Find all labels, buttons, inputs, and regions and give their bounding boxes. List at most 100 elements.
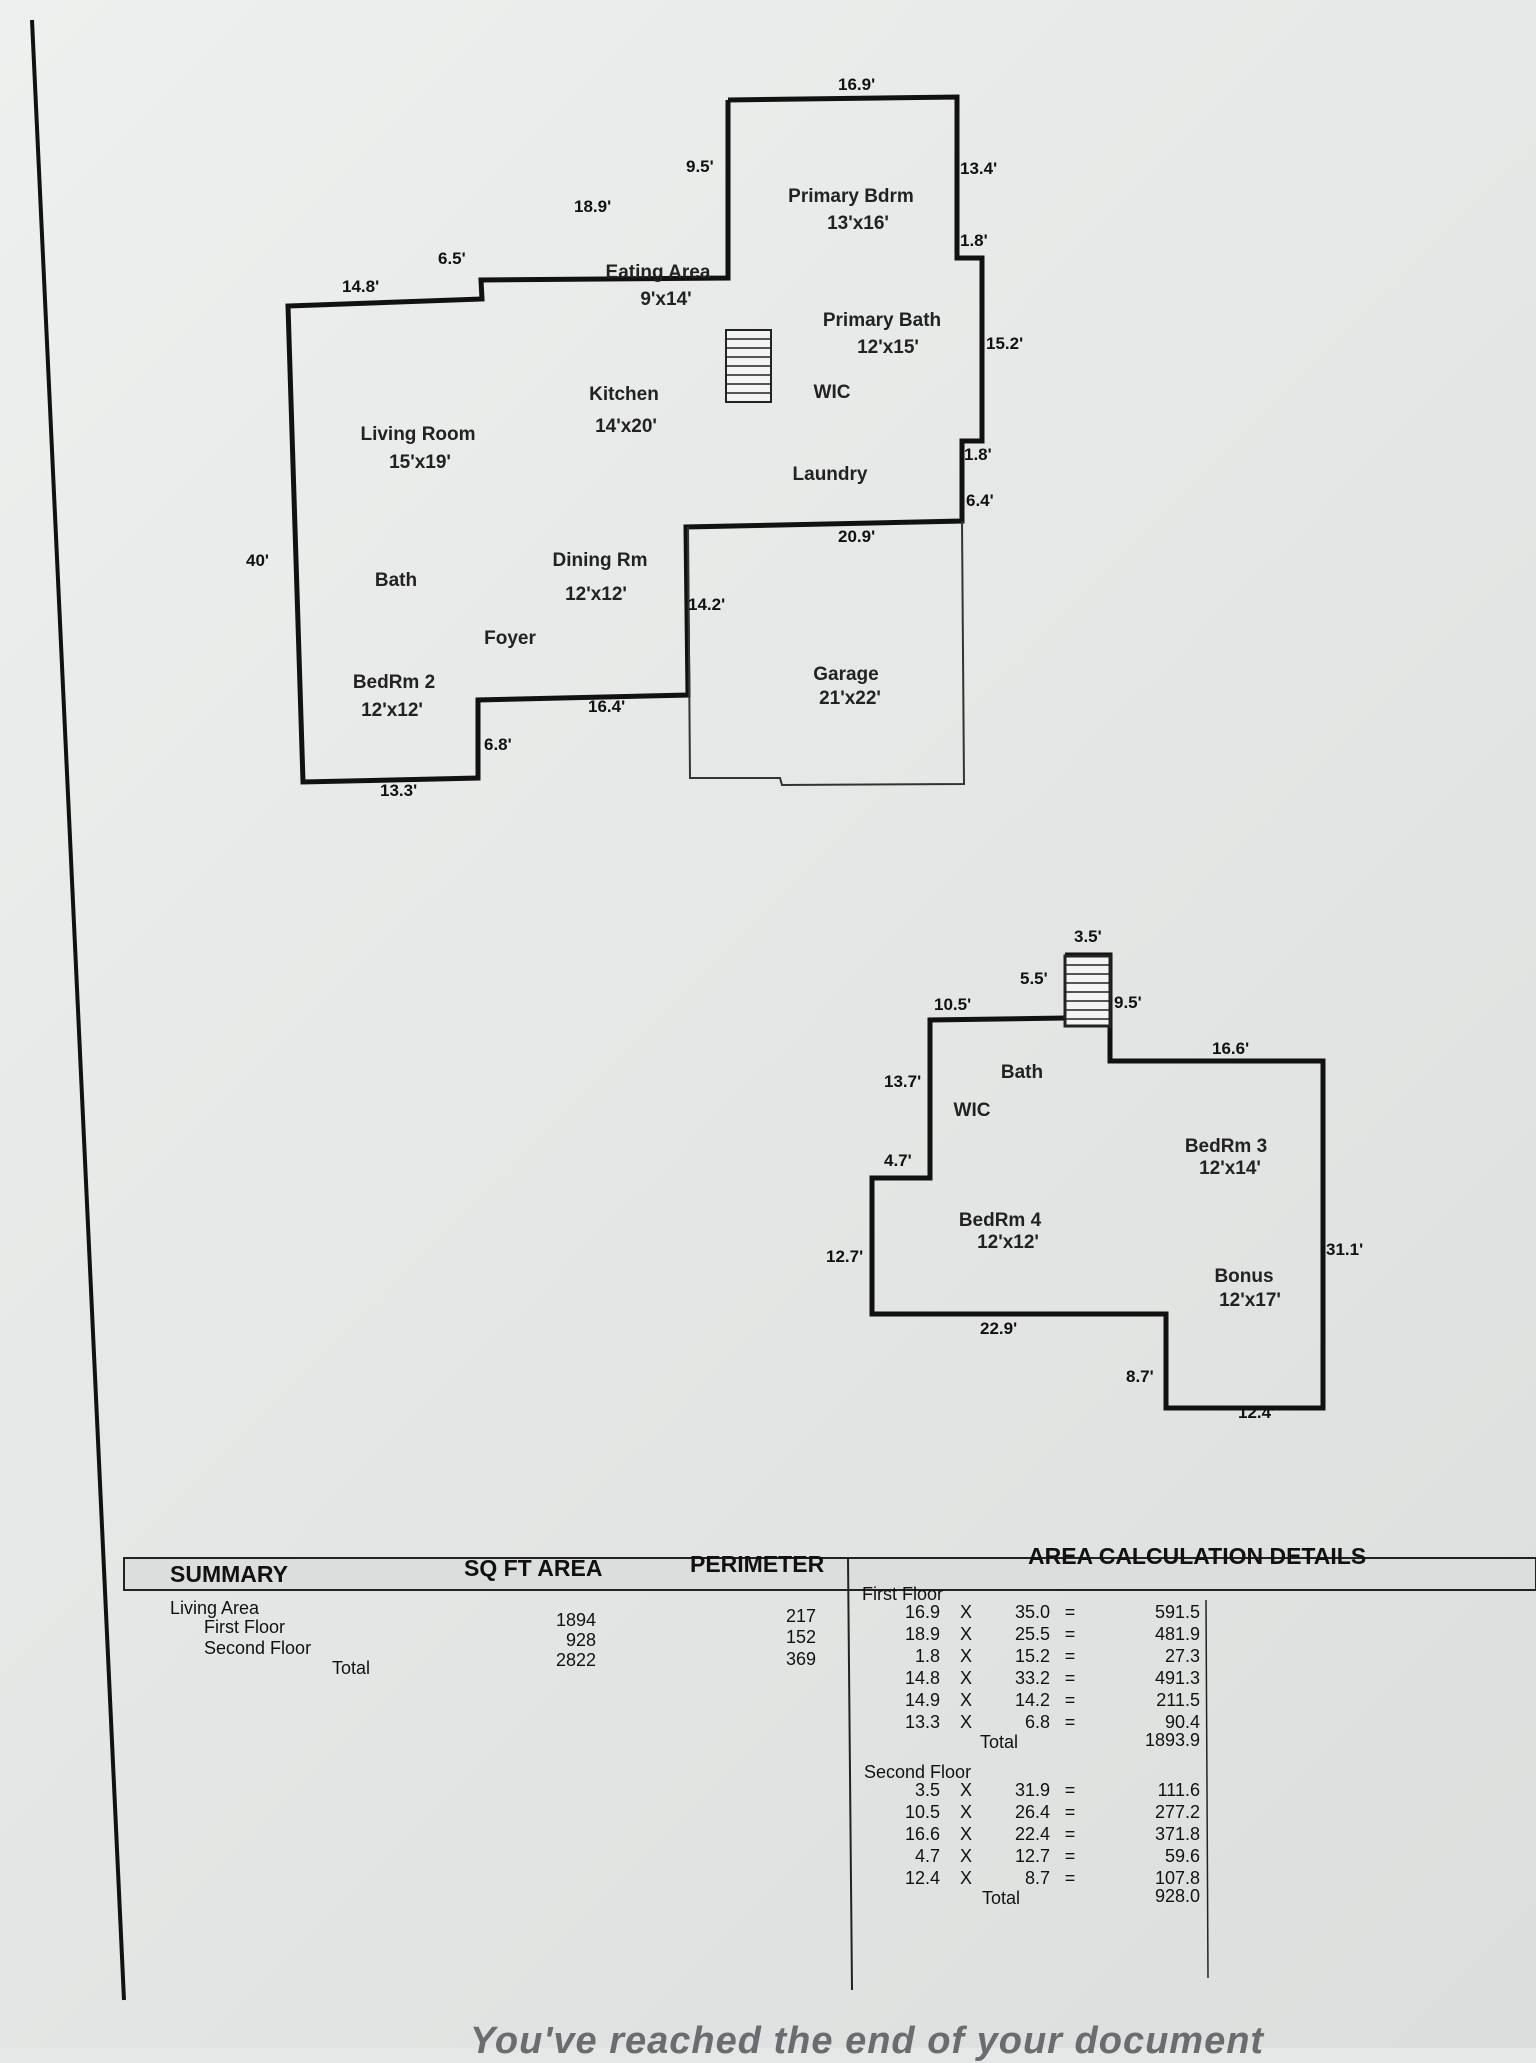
- calc-second-floor-factor-b: 31.9: [1015, 1780, 1050, 1800]
- svg-text:Laundry: Laundry: [793, 464, 868, 485]
- summary-second-floor-area: 928: [566, 1630, 596, 1650]
- calc-first-floor-factor-a: 14.9: [905, 1690, 940, 1710]
- dim-label: 9.5': [686, 157, 714, 176]
- dim-label: 6.8': [484, 735, 512, 754]
- calc-second-floor-total-label: Total: [982, 1888, 1020, 1908]
- dim-label: 14.2': [688, 595, 725, 614]
- svg-text:Eating Area: Eating Area: [606, 262, 711, 283]
- svg-text:Living Room: Living Room: [360, 424, 475, 445]
- calc-second-floor-equals: =: [1065, 1824, 1076, 1844]
- end-of-document-message: You've reached the end of your document: [470, 2020, 1265, 2062]
- calc-first-floor-factor-b: 14.2: [1015, 1690, 1050, 1710]
- first-floor-plan: 16.9' 9.5' 13.4' 18.9' 1.8' 6.5' 14.8' 1…: [246, 75, 1023, 800]
- calc-first-floor-factor-a: 16.9: [905, 1602, 940, 1622]
- svg-text:Kitchen: Kitchen: [589, 384, 659, 405]
- svg-text:21'x22': 21'x22': [819, 688, 881, 709]
- calc-first-floor-times: X: [960, 1712, 972, 1732]
- dim-label: 10.5': [934, 995, 971, 1014]
- calc-first-floor-factor-b: 35.0: [1015, 1602, 1050, 1622]
- summary-second-floor-label: Second Floor: [204, 1638, 311, 1658]
- header-summary: SUMMARY: [170, 1561, 288, 1587]
- calc-second-floor-factor-b: 12.7: [1015, 1846, 1050, 1866]
- calc-first-floor-factor-b: 33.2: [1015, 1668, 1050, 1688]
- calc-first-floor-factor-b: 25.5: [1015, 1624, 1050, 1644]
- svg-text:BedRm 2: BedRm 2: [353, 672, 435, 693]
- calc-first-floor-factor-b: 15.2: [1015, 1646, 1050, 1666]
- room-wic: WIC: [814, 382, 851, 403]
- dim-label: 6.5': [438, 249, 466, 268]
- dim-label: 31.1': [1326, 1240, 1363, 1259]
- dim-label: 14.8': [342, 277, 379, 296]
- calc-first-floor-equals: =: [1065, 1602, 1076, 1622]
- calc-first-floor-times: X: [960, 1690, 972, 1710]
- calc-second-floor-title: Second Floor: [864, 1762, 971, 1782]
- calc-second-floor-times: X: [960, 1868, 972, 1888]
- calc-first-floor-factor-a: 18.9: [905, 1624, 940, 1644]
- svg-text:Dining Rm: Dining Rm: [553, 550, 648, 571]
- calc-first-floor-factor-a: 1.8: [915, 1646, 940, 1666]
- second-floor-stairs: [1063, 954, 1112, 1028]
- dim-label: 4.7': [884, 1151, 912, 1170]
- header-perimeter: PERIMETER: [690, 1551, 825, 1577]
- svg-text:BedRm 4: BedRm 4: [959, 1210, 1042, 1231]
- second-floor-outline: [869, 952, 1326, 1411]
- calc-second-floor-factor-a: 3.5: [915, 1780, 940, 1800]
- garage-outline: [687, 520, 966, 787]
- summary-first-floor-perimeter: 217: [786, 1606, 816, 1626]
- calc-second-floor-factor-b: 22.4: [1015, 1824, 1050, 1844]
- room-eating-area: Eating Area 9'x14': [606, 262, 711, 310]
- calc-first-floor-equals: =: [1065, 1690, 1076, 1710]
- dim-label: 5.5': [1020, 969, 1048, 988]
- summary-first-floor-label: First Floor: [204, 1617, 285, 1637]
- svg-text:12'x17': 12'x17': [1219, 1290, 1281, 1311]
- calc-first-floor-result: 491.3: [1155, 1668, 1200, 1688]
- calc-second-floor-result: 111.6: [1158, 1780, 1200, 1800]
- calc-second-floor-factor-a: 16.6: [905, 1824, 940, 1844]
- dim-label: 6.4': [966, 491, 994, 510]
- dim-label: 3.5': [1074, 927, 1102, 946]
- dim-label: 20.9': [838, 527, 875, 546]
- calc-first-floor-equals: =: [1065, 1624, 1076, 1644]
- calc-first-floor-equals: =: [1065, 1668, 1076, 1688]
- calc-first-floor-times: X: [960, 1646, 972, 1666]
- calc-second-floor-total: 928.0: [1155, 1886, 1200, 1906]
- svg-text:WIC: WIC: [814, 382, 851, 403]
- calc-second-floor-result: 371.8: [1155, 1824, 1200, 1844]
- calc-second-floor-factor-b: 8.7: [1025, 1868, 1050, 1888]
- first-floor-stairs: [725, 329, 772, 403]
- svg-text:12'x12': 12'x12': [361, 700, 423, 721]
- room-dining-rm: Dining Rm 12'x12': [553, 550, 648, 605]
- room-wic-upper: WIC: [954, 1100, 991, 1121]
- calc-second-floor-equals: =: [1065, 1780, 1076, 1800]
- svg-text:12'x12': 12'x12': [565, 584, 627, 605]
- area-table: SUMMARY SQ FT AREA PERIMETER AREA CALCUL…: [123, 1543, 1536, 1991]
- dim-label: 16.9': [838, 75, 875, 94]
- svg-text:12'x15': 12'x15': [857, 337, 919, 358]
- svg-text:12'x14': 12'x14': [1199, 1158, 1261, 1179]
- dim-label: 16.6': [1212, 1039, 1249, 1058]
- summary-total-label: Total: [332, 1658, 370, 1678]
- calc-second-floor-result: 59.6: [1165, 1846, 1200, 1866]
- svg-text:13'x16': 13'x16': [827, 213, 889, 234]
- calc-first-floor-equals: =: [1065, 1712, 1076, 1732]
- summary-second-floor-perimeter: 152: [786, 1627, 816, 1647]
- svg-text:Primary Bdrm: Primary Bdrm: [788, 186, 914, 207]
- dim-label: 13.3': [380, 781, 417, 800]
- svg-text:WIC: WIC: [954, 1100, 991, 1121]
- room-bath-upper: Bath: [1001, 1062, 1043, 1083]
- dim-label: 8.7': [1126, 1367, 1154, 1386]
- calc-first-floor-factor-b: 6.8: [1025, 1712, 1050, 1732]
- header-area-calc: AREA CALCULATION DETAILS: [1028, 1543, 1366, 1569]
- calc-first-floor-result: 591.5: [1155, 1602, 1200, 1622]
- svg-text:12'x12': 12'x12': [977, 1232, 1039, 1253]
- dim-label: 15.2': [986, 334, 1023, 353]
- calc-first-floor-result: 27.3: [1165, 1646, 1200, 1666]
- calc-first-floor-title: First Floor: [862, 1584, 943, 1604]
- calc-second-floor-result: 277.2: [1155, 1802, 1200, 1822]
- summary-living-area: Living Area: [170, 1598, 260, 1618]
- calc-first-floor-times: X: [960, 1624, 972, 1644]
- svg-text:Garage: Garage: [813, 664, 878, 685]
- room-bath: Bath: [375, 570, 417, 591]
- calc-first-floor-result: 90.4: [1165, 1712, 1200, 1732]
